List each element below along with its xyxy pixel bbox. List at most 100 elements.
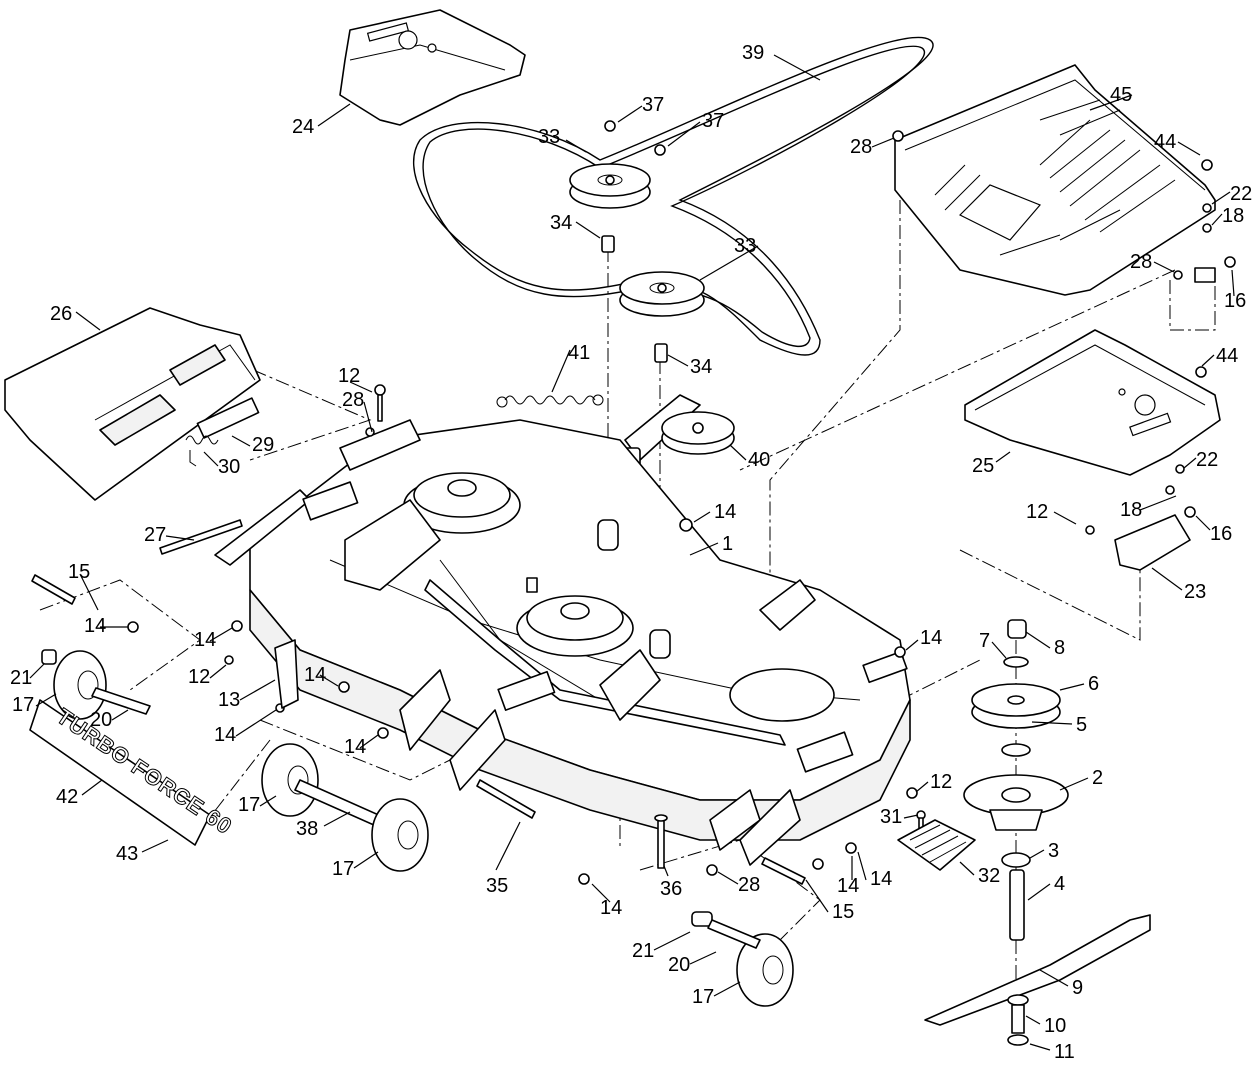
decal-42: TURBO FORCE 60 [29, 699, 237, 846]
callout-11: 11 [1054, 1041, 1075, 1063]
leader-line [1029, 849, 1045, 859]
callout-14d: 14 [304, 664, 326, 686]
callout-44b: 44 [1216, 345, 1238, 367]
leader-line [75, 311, 101, 331]
callout-8: 8 [1054, 637, 1065, 659]
idler-pulley-33-upper [569, 163, 651, 209]
drive-belt-39 [412, 36, 934, 356]
callout-22a: 22 [1230, 183, 1252, 205]
leader-line [1151, 567, 1183, 591]
callout-13: 13 [218, 689, 240, 711]
leader-line [209, 627, 233, 642]
leader-line [663, 865, 669, 877]
leader-line [29, 663, 45, 679]
callout-28c: 28 [1130, 251, 1152, 273]
leader-line [1177, 141, 1201, 156]
callout-34b: 34 [690, 356, 712, 378]
leader-line [1089, 94, 1133, 111]
leader-line [699, 245, 759, 281]
leader-line [575, 221, 601, 239]
leader-line [805, 879, 829, 913]
callout-14c: 14 [194, 629, 216, 651]
leader-line [259, 795, 277, 807]
leader-line [689, 542, 719, 556]
leader-line [591, 883, 611, 903]
callout-14b: 14 [84, 615, 106, 637]
callout-35: 35 [486, 875, 508, 897]
callout-5: 5 [1076, 714, 1087, 736]
bracket-13 [274, 639, 299, 709]
leader-line [1025, 1015, 1041, 1025]
spindle-left [403, 472, 521, 534]
callout-4: 4 [1054, 873, 1065, 895]
decal-text: TURBO FORCE 60 [52, 703, 237, 839]
leader-line [353, 851, 379, 869]
callout-16a: 16 [1224, 290, 1246, 312]
callout-28a: 28 [342, 389, 364, 411]
callout-12a: 12 [338, 365, 360, 387]
callout-12b: 12 [1026, 501, 1048, 523]
leader-line [1195, 515, 1211, 531]
callout-28b: 28 [850, 136, 872, 158]
cover-bracket-23 [1085, 485, 1196, 571]
callout-14a: 14 [714, 501, 736, 523]
leader-line [317, 103, 351, 127]
callout-29: 29 [252, 434, 274, 456]
leader-line [1231, 269, 1235, 297]
leader-line [903, 814, 919, 819]
callout-30: 30 [218, 456, 240, 478]
callout-21a: 21 [10, 667, 32, 689]
callout-17a: 17 [12, 694, 34, 716]
deck-posts [526, 519, 671, 659]
callout-28d: 28 [738, 874, 760, 896]
spindle-center [516, 595, 634, 657]
belt-cover-25 [964, 329, 1221, 476]
leader-line [995, 451, 1011, 463]
callout-3: 3 [1048, 840, 1059, 862]
callout-40: 40 [748, 449, 770, 471]
leader-line [231, 435, 251, 447]
leader-line [495, 821, 521, 871]
idler-pulley-33-lower [619, 271, 705, 317]
blade-9 [924, 914, 1151, 1026]
callout-31: 31 [880, 806, 902, 828]
callout-15a: 15 [68, 561, 90, 583]
leader-line [1211, 191, 1231, 205]
deck-decals [302, 481, 908, 773]
leader-line [565, 139, 587, 153]
leader-line [713, 981, 741, 997]
leader-line [111, 709, 129, 721]
callout-10: 10 [1044, 1015, 1066, 1037]
leader-lines [29, 54, 1235, 1051]
callout-25: 25 [972, 455, 994, 477]
wheel-17-a [261, 743, 391, 831]
leader-line [81, 779, 103, 796]
leader-line [773, 54, 821, 81]
callout-42: 42 [56, 786, 78, 808]
callout-14j: 14 [600, 897, 622, 919]
leader-line [1059, 777, 1089, 791]
leader-line [717, 871, 739, 885]
leader-line [693, 511, 711, 523]
leader-line [1031, 721, 1073, 725]
callout-9: 9 [1072, 977, 1083, 999]
leader-line [1027, 883, 1051, 901]
callout-22b: 22 [1196, 449, 1218, 471]
leader-line [729, 444, 747, 461]
leader-line [1201, 354, 1215, 367]
leader-line [363, 401, 373, 433]
callout-17b: 17 [238, 794, 260, 816]
callout-34a: 34 [550, 212, 572, 234]
callout-1: 1 [722, 533, 733, 555]
leader-line [1153, 261, 1175, 273]
leader-line [239, 679, 276, 701]
callout-38: 38 [296, 818, 318, 840]
rods [31, 519, 806, 885]
belt-cover-24 [339, 9, 526, 126]
leader-line [235, 709, 277, 737]
leader-line [689, 951, 717, 965]
bracket-right-hardware [1194, 159, 1236, 283]
spindle-stack-right [963, 619, 1069, 941]
blade-bolt-10-11 [1007, 994, 1029, 1046]
